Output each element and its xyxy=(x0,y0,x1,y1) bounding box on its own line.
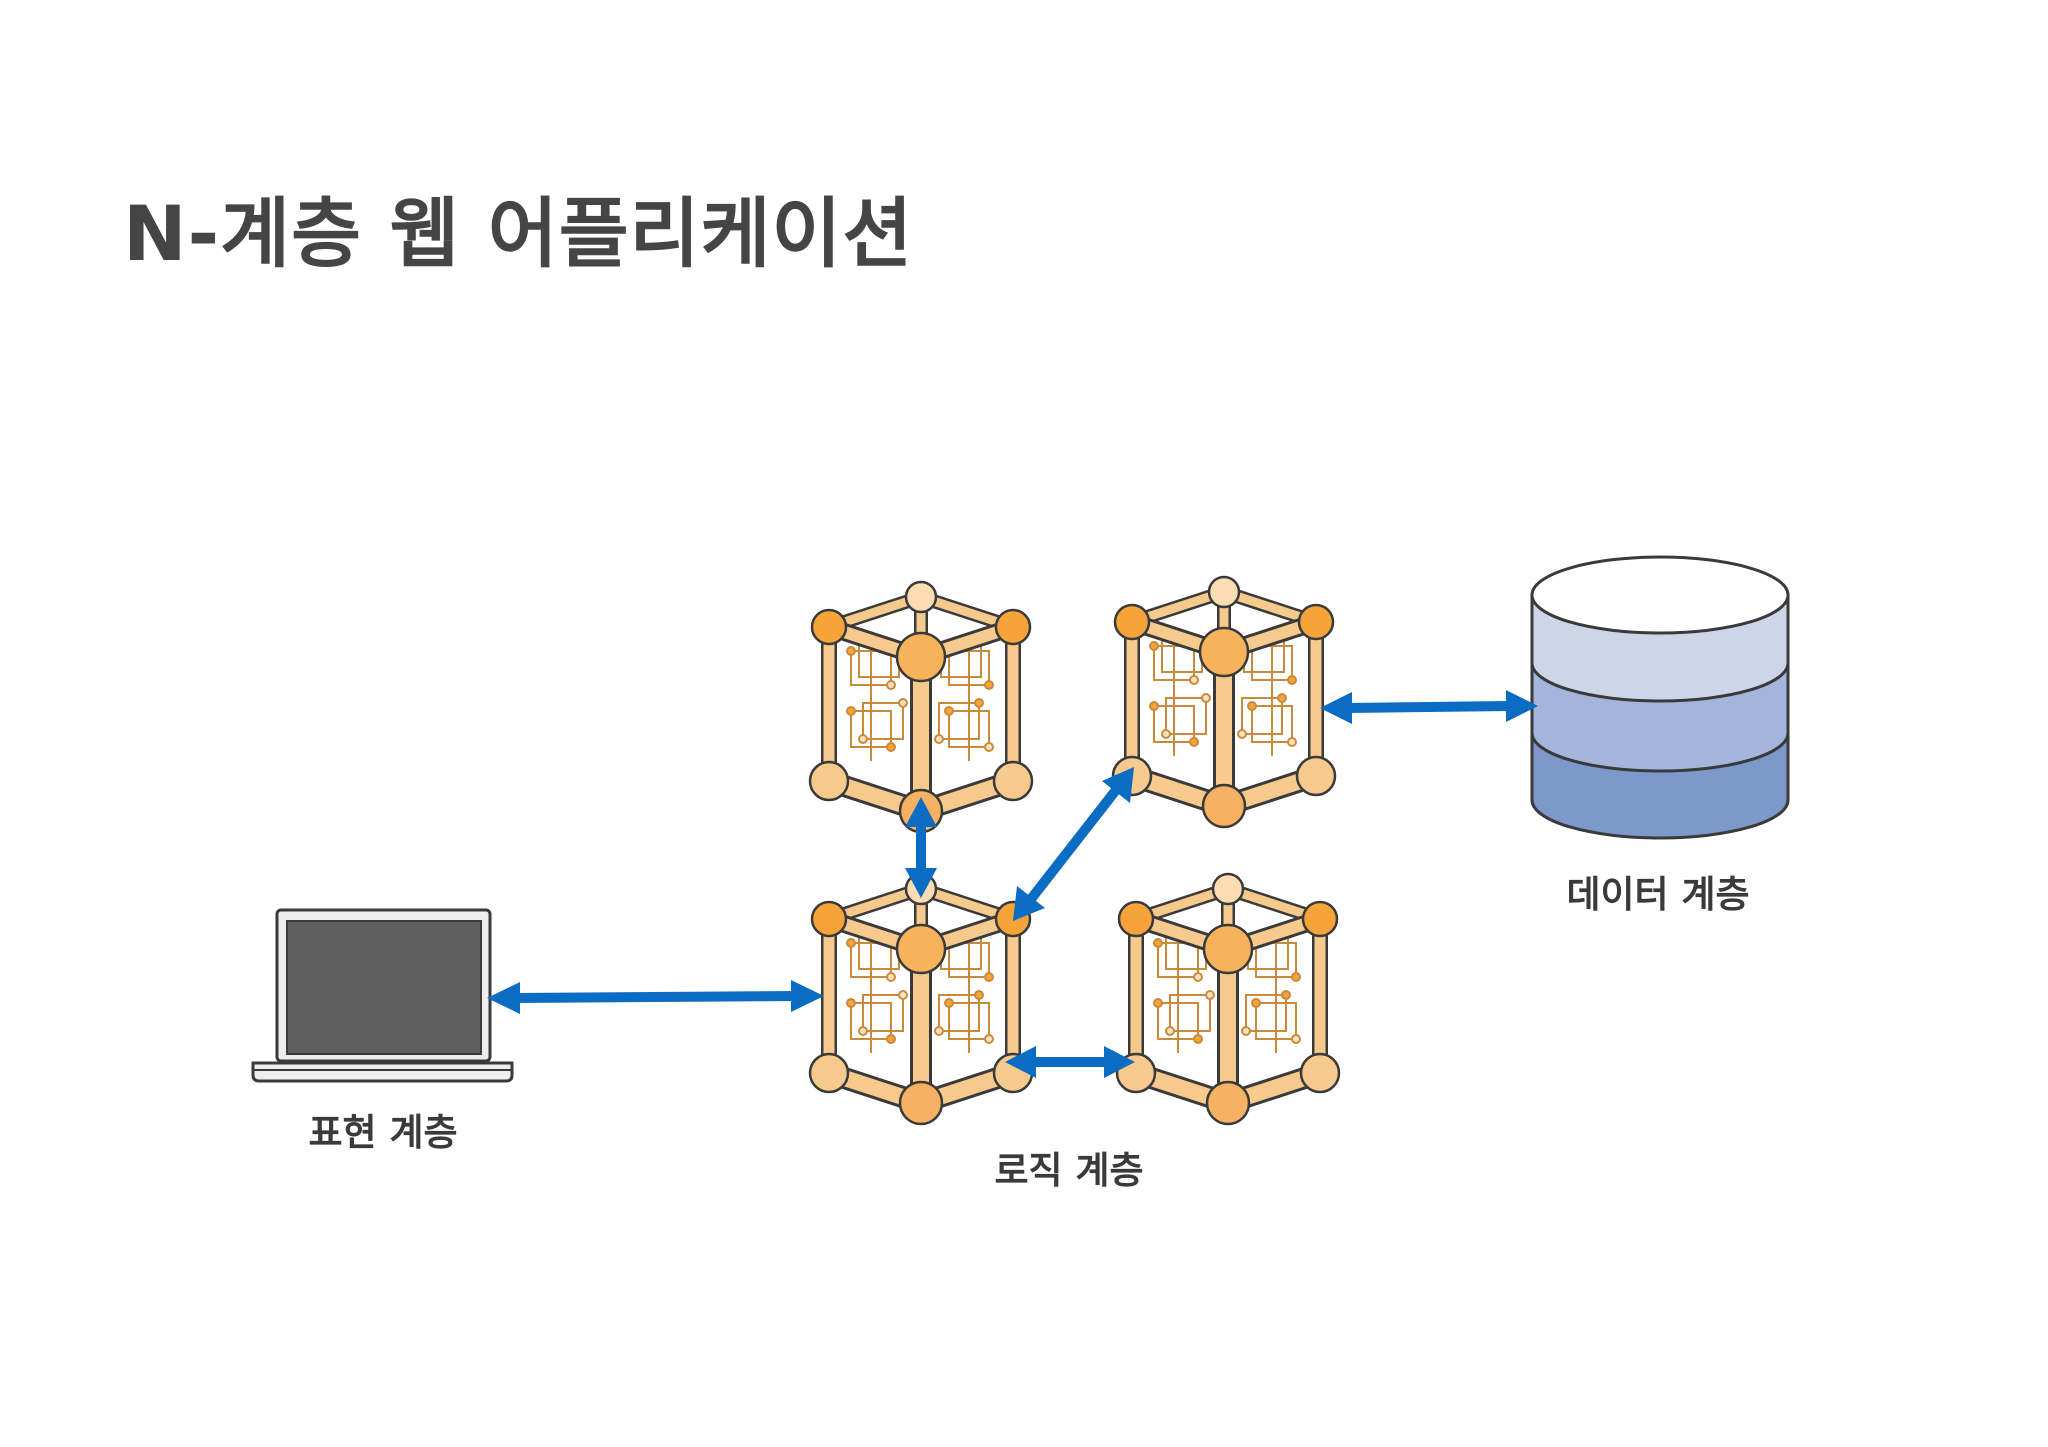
connection-arrows xyxy=(487,690,1538,1078)
presentation-tier-label: 표현 계층 xyxy=(308,1111,458,1154)
arrow-logic-vertical xyxy=(905,797,937,898)
database-icon xyxy=(1530,555,1790,840)
logic-tier-label: 로직 계층 xyxy=(994,1149,1144,1192)
page-title: N-계층 웹 어플리케이션 xyxy=(123,189,914,278)
server-cube-icon-bottom-left xyxy=(810,874,1032,1124)
arrow-logic-horizontal xyxy=(1005,1046,1135,1078)
laptop-icon xyxy=(251,908,514,1083)
arrow-presentation-logic xyxy=(487,980,824,1014)
arrow-logic-data xyxy=(1320,690,1538,724)
data-tier-label: 데이터 계층 xyxy=(1566,873,1750,916)
server-cube-icon-top-right xyxy=(1113,577,1335,827)
arrow-logic-diagonal xyxy=(1013,767,1134,921)
server-cube-icon-top-left xyxy=(810,582,1032,832)
server-cube-icon-bottom-right xyxy=(1117,874,1339,1124)
